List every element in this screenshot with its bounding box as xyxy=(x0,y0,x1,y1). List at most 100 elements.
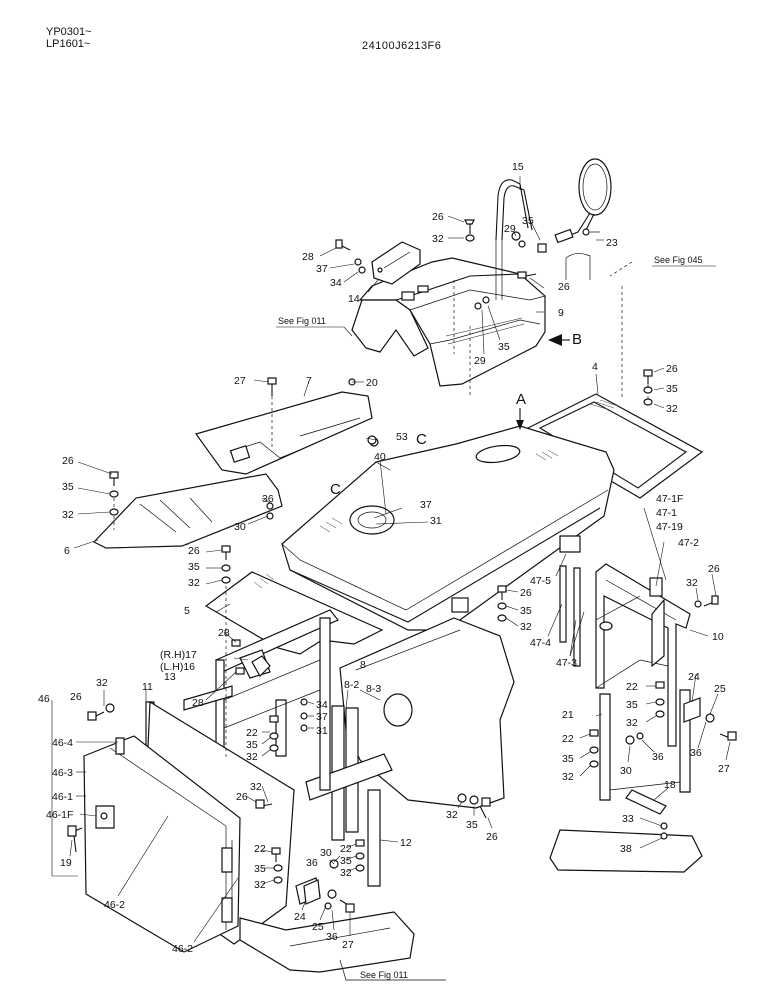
callout-22: 22 xyxy=(246,727,258,739)
callout-26: 26 xyxy=(520,587,532,599)
upper-fasteners xyxy=(335,219,547,310)
callout-36: 36 xyxy=(652,751,664,763)
callout-36: 36 xyxy=(306,857,318,869)
callout-8-3: 8-3 xyxy=(366,683,381,695)
callout-47-1f: 47-1F xyxy=(656,493,683,505)
callout-36: 36 xyxy=(326,931,338,943)
left-frame-11 xyxy=(145,609,339,791)
callout-32: 32 xyxy=(520,621,532,633)
callout-47-5: 47-5 xyxy=(530,575,551,587)
view-label-c2: C xyxy=(330,481,341,498)
callout-26: 26 xyxy=(62,455,74,467)
callout-35: 35 xyxy=(522,215,534,227)
callout-side-rh: (R.H)17 xyxy=(160,649,197,661)
callout-38: 38 xyxy=(620,843,632,855)
center-frame-8 xyxy=(305,617,515,887)
callout-35: 35 xyxy=(498,341,510,353)
callout-28: 28 xyxy=(218,627,230,639)
callout-15: 15 xyxy=(512,161,524,173)
callout-32: 32 xyxy=(96,677,108,689)
callout-32: 32 xyxy=(446,809,458,821)
callout-35: 35 xyxy=(562,753,574,765)
mirror-23 xyxy=(554,158,612,280)
callout-46-1: 46-1 xyxy=(52,791,73,803)
model-serial-2: LP1601~ xyxy=(46,38,91,50)
callout-31: 31 xyxy=(430,515,442,527)
callout-5: 5 xyxy=(184,605,190,617)
callout-11: 11 xyxy=(142,681,153,693)
callout-labels: 15 26 32 35 29 23 28 37 34 14 26 9 29 35… xyxy=(38,161,730,955)
callout-10: 10 xyxy=(712,631,724,643)
ref-fig011-top: See Fig 011 xyxy=(278,316,326,326)
handle-15 xyxy=(495,179,533,300)
rear-cover-assembly xyxy=(351,257,546,398)
callout-26: 26 xyxy=(486,831,498,843)
callout-34: 34 xyxy=(330,277,342,289)
callout-32: 32 xyxy=(432,233,444,245)
callout-30: 30 xyxy=(620,765,632,777)
callout-8: 8 xyxy=(360,659,366,671)
callout-32: 32 xyxy=(246,751,258,763)
callout-35: 35 xyxy=(246,739,258,751)
callout-20: 20 xyxy=(366,377,378,389)
callout-28: 28 xyxy=(192,697,204,709)
view-label-a: A xyxy=(516,391,526,408)
view-label-b: B xyxy=(572,331,582,348)
frame-21 xyxy=(549,689,703,873)
callout-31: 31 xyxy=(316,725,328,737)
callout-47-3: 47-3 xyxy=(556,657,577,669)
bracket-14 xyxy=(371,241,421,285)
callout-23: 23 xyxy=(606,237,618,249)
callout-47-4: 47-4 xyxy=(530,637,551,649)
callout-27: 27 xyxy=(234,375,246,387)
callout-side-lh: (L.H)16 xyxy=(160,661,195,673)
callout-35: 35 xyxy=(188,561,200,573)
callout-22: 22 xyxy=(626,681,638,693)
callout-34: 34 xyxy=(316,699,328,711)
callout-18: 18 xyxy=(664,779,676,791)
callout-36: 36 xyxy=(690,747,702,759)
view-label-c1: C xyxy=(416,431,427,448)
callout-32: 32 xyxy=(626,717,638,729)
frame-10 xyxy=(559,535,691,747)
callout-35: 35 xyxy=(466,819,478,831)
callout-37: 37 xyxy=(420,499,432,511)
floor-panel-6 xyxy=(93,473,283,549)
leader-lines xyxy=(51,176,731,943)
callout-37: 37 xyxy=(316,263,328,275)
callout-32: 32 xyxy=(562,771,574,783)
callout-26: 26 xyxy=(666,363,678,375)
callout-14: 14 xyxy=(348,293,360,305)
callout-40: 40 xyxy=(374,451,386,463)
callout-26: 26 xyxy=(70,691,82,703)
callout-46: 46 xyxy=(38,693,50,705)
callout-35: 35 xyxy=(340,855,352,867)
callout-46-4: 46-4 xyxy=(52,737,73,749)
callout-9: 9 xyxy=(558,307,564,319)
callout-32: 32 xyxy=(340,867,352,879)
callout-25: 25 xyxy=(312,921,324,933)
callout-26: 26 xyxy=(236,791,248,803)
callout-27: 27 xyxy=(718,763,730,775)
callout-29: 29 xyxy=(474,355,486,367)
main-hood-40 xyxy=(281,425,615,631)
callout-47-2: 47-2 xyxy=(678,537,699,549)
callout-22: 22 xyxy=(562,733,574,745)
callout-37: 37 xyxy=(316,711,328,723)
callout-6: 6 xyxy=(64,545,70,557)
fasteners xyxy=(73,369,737,913)
callout-22: 22 xyxy=(340,843,352,855)
callout-35: 35 xyxy=(520,605,532,617)
ref-fig045: See Fig 045 xyxy=(654,255,703,265)
callout-27: 27 xyxy=(342,939,354,951)
door-46 xyxy=(67,700,295,953)
drawing-code: 24100J6213F6 xyxy=(362,40,442,52)
callout-53: 53 xyxy=(396,431,408,443)
callout-8-2: 8-2 xyxy=(344,679,359,691)
callout-35: 35 xyxy=(666,383,678,395)
callout-46-1f: 46-1F xyxy=(46,809,73,821)
callout-25: 25 xyxy=(714,683,726,695)
callout-26: 26 xyxy=(708,563,720,575)
